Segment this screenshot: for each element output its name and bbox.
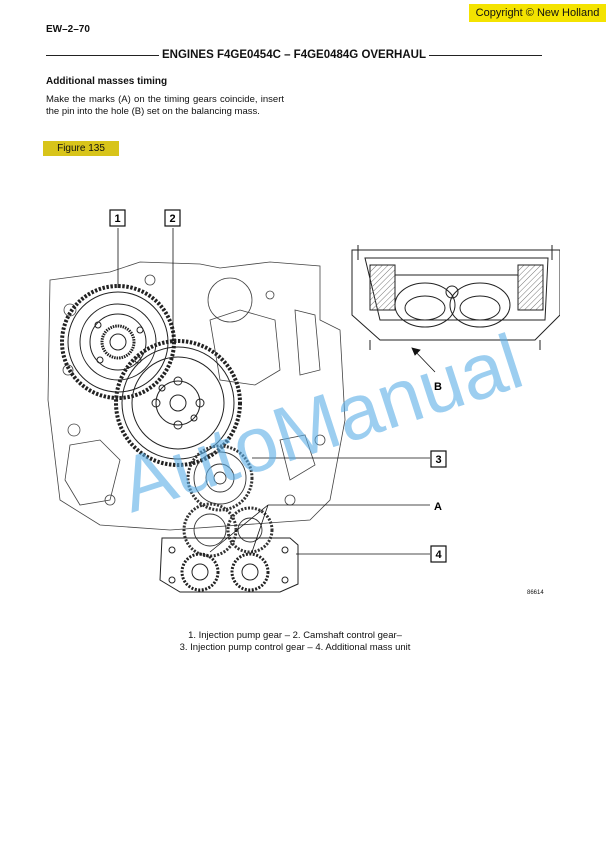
caption-line-1: 1. Injection pump gear – 2. Camshaft con… bbox=[188, 630, 402, 641]
section-heading: Additional masses timing bbox=[46, 76, 168, 87]
camshaft-control-gear bbox=[114, 339, 242, 467]
injection-pump-gear bbox=[60, 284, 176, 400]
figure-caption: 1. Injection pump gear – 2. Camshaft con… bbox=[60, 630, 530, 654]
callout-3-box bbox=[430, 450, 447, 468]
callout-b: B bbox=[434, 381, 442, 393]
callout-4-box bbox=[430, 545, 447, 563]
figure-label: Figure 135 bbox=[43, 141, 119, 156]
header-rule-left bbox=[46, 54, 160, 56]
page-number: EW–2–70 bbox=[46, 24, 90, 35]
copyright-notice: Copyright © New Holland bbox=[469, 4, 606, 22]
callout-2: 2 bbox=[169, 213, 175, 225]
page-title: ENGINES F4GE0454C – F4GE0484G OVERHAUL bbox=[162, 49, 426, 61]
figure-code: 86614 bbox=[527, 590, 544, 596]
caption-line-2: 3. Injection pump control gear – 4. Addi… bbox=[179, 642, 411, 653]
callout-3: 3 bbox=[435, 454, 441, 466]
callout-2-box bbox=[164, 209, 181, 227]
timing-gears-diagram: 1 2 3 A 4 B bbox=[47, 209, 560, 593]
injection-pump-control-gear bbox=[186, 444, 254, 512]
callout-a: A bbox=[434, 501, 442, 513]
section-header: ENGINES F4GE0454C – F4GE0484G OVERHAUL bbox=[46, 48, 542, 62]
additional-mass-unit bbox=[159, 537, 299, 593]
callout-1: 1 bbox=[114, 213, 120, 225]
header-rule-right bbox=[428, 54, 542, 56]
callout-4: 4 bbox=[435, 549, 442, 561]
callout-1-box bbox=[109, 209, 126, 227]
balancing-mass-detail bbox=[351, 245, 560, 350]
instruction-text: Make the marks (A) on the timing gears c… bbox=[46, 94, 284, 117]
engine-block-outline bbox=[47, 261, 346, 531]
